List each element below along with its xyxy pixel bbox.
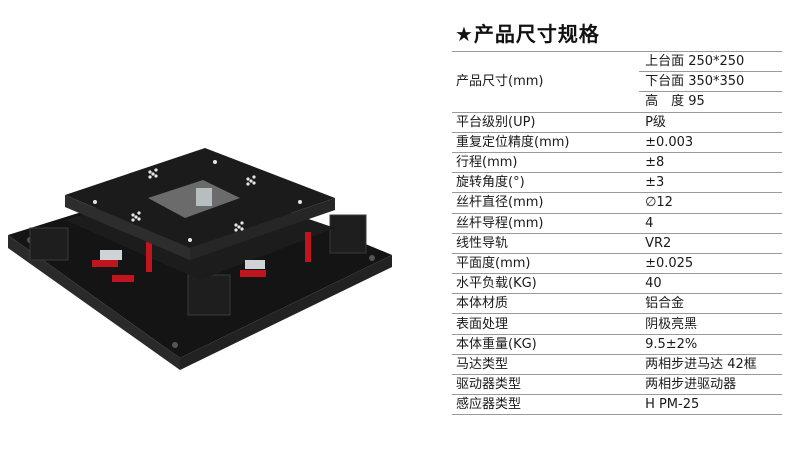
red-post	[146, 242, 152, 272]
spec-label: 驱动器类型	[452, 374, 640, 396]
sensor-module	[100, 250, 122, 260]
spec-label: 平台级别(UP)	[452, 112, 640, 133]
spec-label: 行程(mm)	[452, 152, 640, 174]
base-hole	[172, 342, 178, 348]
spec-value: H PM-25	[639, 394, 782, 416]
table-row: 重复定位精度(mm)±0.003	[452, 132, 782, 153]
table-row: 本体重量(KG)9.5±2%	[452, 334, 782, 355]
spec-label: 旋转角度(°)	[452, 172, 640, 194]
inner-module	[196, 188, 212, 206]
stepper-motor-front	[187, 274, 231, 316]
corner-hole	[213, 160, 217, 164]
base-plate-edge-left	[8, 235, 180, 370]
spec-value: ±0.025	[639, 253, 782, 275]
sensor-bracket	[92, 260, 118, 267]
table-row: 本体材质铝合金	[452, 293, 782, 315]
spec-value: 阴极亮黑	[639, 313, 782, 335]
spec-value: 两相步进马达 42框	[639, 354, 782, 376]
base-plate-edge-right	[180, 255, 392, 370]
spec-value: VR2	[639, 233, 782, 254]
red-post	[305, 232, 311, 262]
spec-table: 产品尺寸(mm) 上台面 250*250 下台面 350*350 高 度 95 …	[452, 50, 782, 416]
spec-value: ∅12	[639, 192, 782, 214]
spec-value: ±8	[639, 152, 782, 174]
spec-value: ±0.003	[639, 132, 782, 153]
spec-label: 丝杆直径(mm)	[452, 192, 640, 214]
spec-label: 本体重量(KG)	[452, 334, 640, 355]
spec-label: 本体材质	[452, 293, 640, 315]
table-row: 丝杆导程(mm)4	[452, 213, 782, 234]
table-row: 表面处理阴极亮黑	[452, 313, 782, 335]
product-image	[0, 120, 400, 370]
center-opening	[148, 180, 240, 218]
spec-label: 丝杆导程(mm)	[452, 213, 640, 234]
size-height: 高 度 95	[639, 91, 782, 113]
spec-label: 平面度(mm)	[452, 253, 640, 275]
spec-value: ±3	[639, 172, 782, 194]
table-row: 旋转角度(°)±3	[452, 172, 782, 194]
size-top-surface: 上台面 250*250	[639, 50, 782, 73]
corner-hole	[298, 200, 302, 204]
spec-value: 两相步进驱动器	[639, 374, 782, 396]
stepper-motor-right	[329, 214, 367, 254]
sensor-bracket	[112, 275, 134, 282]
table-row: 平面度(mm)±0.025	[452, 253, 782, 275]
spec-label: 感应器类型	[452, 394, 640, 416]
table-row: 水平负载(KG)40	[452, 273, 782, 295]
table-row: 产品尺寸(mm) 上台面 250*250	[452, 50, 782, 113]
corner-hole	[93, 200, 97, 204]
base-hole	[369, 255, 375, 261]
table-row: 马达类型两相步进马达 42框	[452, 354, 782, 376]
spec-label: 表面处理	[452, 313, 640, 335]
table-row: 下台面 350*350	[452, 71, 782, 93]
spec-title: ★产品尺寸规格	[455, 22, 600, 46]
table-row: 驱动器类型两相步进驱动器	[452, 374, 782, 396]
spec-label: 水平负载(KG)	[452, 273, 640, 295]
table-row: 平台级别(UP)P级	[452, 112, 782, 133]
spec-table-body: 产品尺寸(mm) 上台面 250*250 下台面 350*350 高 度 95 …	[452, 50, 782, 416]
top-plate-edge-left	[65, 195, 190, 260]
top-plate-edge-right	[190, 198, 335, 260]
size-bottom-surface: 下台面 350*350	[639, 71, 782, 93]
spec-value: 9.5±2%	[639, 334, 782, 355]
table-row: 高 度 95	[452, 91, 782, 113]
spec-value: 40	[639, 273, 782, 295]
spec-label: 线性导轨	[452, 233, 640, 254]
corner-hole	[188, 238, 192, 242]
sensor-bracket	[240, 270, 266, 277]
spec-value: 4	[639, 213, 782, 234]
sensor-module	[245, 260, 265, 269]
alignment-stage-illustration	[8, 148, 392, 370]
table-row: 行程(mm)±8	[452, 152, 782, 174]
spec-value: 铝合金	[639, 293, 782, 315]
spec-value: P级	[639, 112, 782, 133]
table-row: 丝杆直径(mm)∅12	[452, 192, 782, 214]
stepper-motor-left	[29, 227, 69, 261]
spec-label: 马达类型	[452, 354, 640, 376]
spec-label: 重复定位精度(mm)	[452, 132, 640, 153]
mounting-hole-pattern	[131, 168, 256, 232]
size-label: 产品尺寸(mm)	[452, 51, 640, 113]
